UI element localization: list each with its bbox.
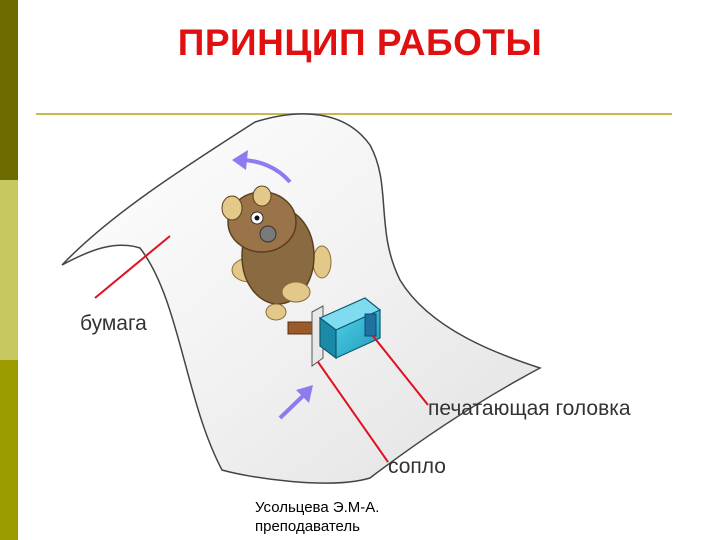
title-divider (36, 113, 672, 115)
paper-label: бумага (80, 312, 147, 335)
rotation-arrow-top (232, 150, 292, 184)
sidebar-segment-dark (0, 0, 18, 180)
head-leader-line (372, 335, 429, 406)
author-role: преподаватель (255, 518, 360, 535)
sidebar-decoration (0, 0, 18, 540)
paper-leader-line (94, 235, 171, 299)
sidebar-segment-olive (0, 360, 18, 540)
nozzle-leader-line (317, 361, 389, 463)
print-head (287, 297, 382, 367)
author-name: Усольцева Э.М-А. (255, 499, 380, 516)
author-block: Усольцева Э.М-А. преподаватель (255, 498, 379, 536)
printed-bear-image (221, 185, 332, 321)
sidebar-segment-light (0, 180, 18, 360)
print-head-label: печатающая головка (428, 397, 631, 420)
page-title: ПРИНЦИП РАБОТЫ (177, 22, 543, 63)
nozzle-label: сопло (388, 455, 446, 478)
rotation-arrow-bottom (278, 385, 313, 420)
